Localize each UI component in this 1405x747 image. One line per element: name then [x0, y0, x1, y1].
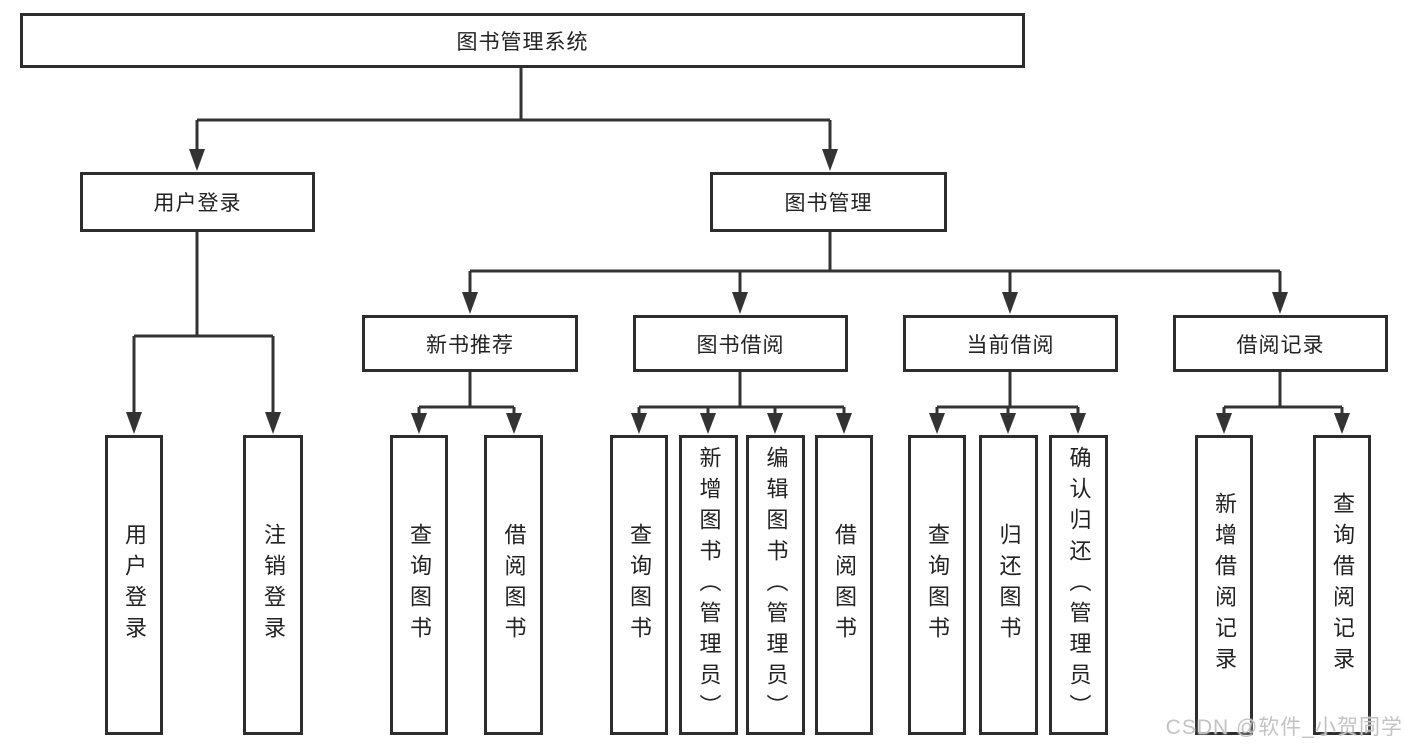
leaf-confirm-return-admin: 确认归还（管理员）: [1049, 435, 1108, 735]
leaf-borrow-books-1: 借阅图书: [484, 435, 543, 735]
leaf-borrow-books-1-label: 借阅图书: [501, 523, 527, 647]
arrowheads: [126, 149, 1350, 434]
node-current-borrow: 当前借阅: [903, 315, 1118, 372]
leaf-logout: 注销登录: [243, 435, 303, 735]
leaf-add-books-admin: 新增图书（管理员）: [679, 435, 738, 735]
node-root-label: 图书管理系统: [456, 30, 589, 54]
node-book-borrow: 图书借阅: [633, 315, 848, 372]
node-root: 图书管理系统: [20, 13, 1025, 68]
leaf-borrow-books-2: 借阅图书: [815, 435, 873, 735]
leaf-return-books: 归还图书: [979, 435, 1038, 735]
leaf-borrow-books-2-label: 借阅图书: [832, 523, 857, 647]
leaf-query-books-3: 查询图书: [908, 435, 966, 735]
node-borrow-records: 借阅记录: [1173, 315, 1388, 372]
leaf-user-login-label: 用户登录: [122, 523, 147, 647]
leaf-return-books-label: 归还图书: [996, 523, 1022, 647]
node-user-login: 用户登录: [80, 172, 315, 232]
leaf-add-borrow-record: 新增借阅记录: [1195, 435, 1253, 735]
leaf-edit-books-admin-label: 编辑图书（管理员）: [763, 445, 789, 725]
leaf-confirm-return-admin-label: 确认归还（管理员）: [1066, 445, 1092, 725]
csdn-watermark: CSDN @软件_小贺同学: [1165, 716, 1403, 739]
node-book-management: 图书管理: [710, 172, 947, 232]
leaf-add-books-admin-label: 新增图书（管理员）: [696, 445, 722, 725]
leaf-query-books-1: 查询图书: [390, 435, 448, 735]
node-book-borrow-label: 图书借阅: [696, 333, 785, 357]
leaf-query-borrow-record-label: 查询借阅记录: [1330, 492, 1355, 678]
node-user-login-label: 用户登录: [153, 192, 242, 215]
leaf-query-books-3-label: 查询图书: [925, 523, 950, 647]
leaf-query-books-1-label: 查询图书: [407, 523, 432, 647]
node-current-borrow-label: 当前借阅: [966, 333, 1055, 357]
leaf-user-login: 用户登录: [105, 435, 163, 735]
leaf-logout-label: 注销登录: [261, 523, 286, 647]
leaf-query-books-2: 查询图书: [610, 435, 668, 735]
node-borrow-records-label: 借阅记录: [1236, 333, 1325, 357]
leaf-add-borrow-record-label: 新增借阅记录: [1212, 492, 1237, 678]
leaf-query-books-2-label: 查询图书: [627, 523, 652, 647]
node-book-management-label: 图书管理: [784, 192, 873, 215]
leaf-edit-books-admin: 编辑图书（管理员）: [746, 435, 805, 735]
node-new-book-recommend-label: 新书推荐: [426, 333, 514, 357]
node-new-book-recommend: 新书推荐: [362, 315, 578, 372]
leaf-query-borrow-record: 查询借阅记录: [1313, 435, 1371, 735]
